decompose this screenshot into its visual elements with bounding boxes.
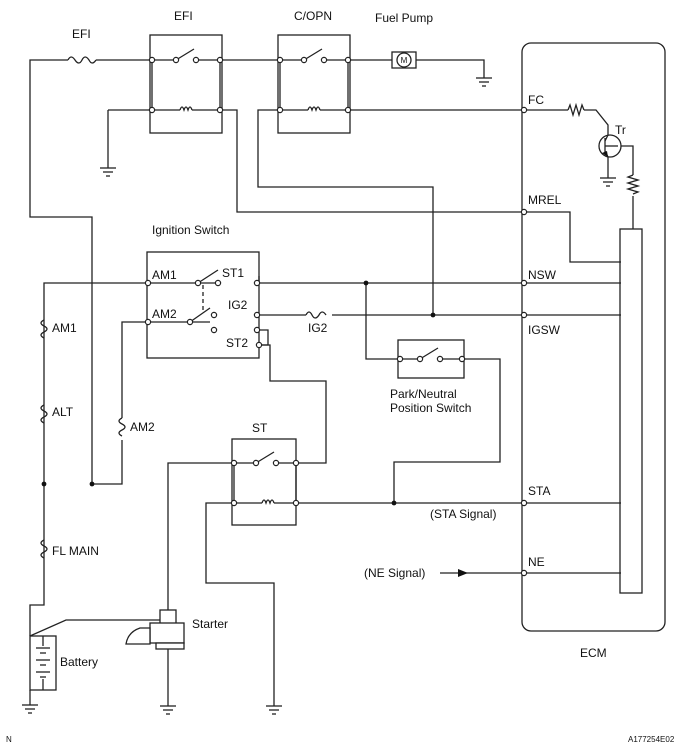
ne-arrow <box>440 569 468 577</box>
corner-left-label: N <box>6 735 12 744</box>
ig2-fuse-symbol <box>305 311 327 319</box>
tr-resistor-symbol <box>625 174 641 195</box>
park-neutral-label-line2: Position Switch <box>390 401 471 415</box>
efi-coil-symbol <box>179 106 193 113</box>
ecm-label: ECM <box>580 646 607 660</box>
fl-main-fuse-label: FL MAIN <box>52 544 99 558</box>
alt-fuse-label: ALT <box>52 405 74 419</box>
am1-fuse-label: AM1 <box>52 321 77 335</box>
am1-fuse-symbol <box>40 319 48 339</box>
st-coil-symbol <box>261 499 275 506</box>
ne-terminal-label: NE <box>528 555 545 569</box>
efi-fuse-label: EFI <box>72 27 91 41</box>
motor-symbol: M <box>401 56 408 65</box>
fc-terminal-label: FC <box>528 93 544 107</box>
wires <box>29 59 634 706</box>
am1-terminal-label: AM1 <box>152 268 177 282</box>
am2-terminal-label: AM2 <box>152 307 177 321</box>
ig2-fuse-label: IG2 <box>308 321 328 335</box>
junction-dots <box>41 280 436 506</box>
efi-relay-label: EFI <box>174 9 193 23</box>
am2-fuse-label: AM2 <box>130 420 155 434</box>
figure-code-label: A177254E02 <box>628 735 675 744</box>
ecm-internal-block <box>619 228 643 594</box>
terminals <box>144 56 528 577</box>
efi-fuse-symbol <box>67 56 97 64</box>
starter-symbol <box>125 609 185 650</box>
copn-relay-label: C/OPN <box>294 9 332 23</box>
alt-fuse-symbol <box>40 404 48 424</box>
switch-contacts <box>152 48 462 467</box>
park-neutral-label-line1: Park/Neutral <box>390 387 457 401</box>
st2-terminal-label: ST2 <box>226 336 248 350</box>
st1-terminal-label: ST1 <box>222 266 244 280</box>
sta-terminal-label: STA <box>528 484 550 498</box>
fc-resistor-symbol <box>567 102 585 118</box>
ne-signal-label: (NE Signal) <box>364 566 425 580</box>
starter-label: Starter <box>192 617 228 631</box>
ig2-terminal-label: IG2 <box>228 298 248 312</box>
copn-relay-box <box>277 34 351 134</box>
fuel-pump-motor: M <box>391 51 417 69</box>
transistor-symbol <box>598 134 622 158</box>
igsw-terminal-label: IGSW <box>528 323 561 337</box>
efi-relay-box <box>149 34 223 134</box>
sta-signal-label: (STA Signal) <box>430 507 496 521</box>
st-relay-box <box>231 438 297 526</box>
st-relay-label: ST <box>252 421 268 435</box>
fl-main-fuse-symbol <box>40 539 48 559</box>
copn-coil-symbol <box>307 106 321 113</box>
battery-cells <box>36 636 50 690</box>
ecm-box <box>521 42 666 632</box>
ignition-switch-label: Ignition Switch <box>152 223 229 237</box>
fuel-pump-label: Fuel Pump <box>375 11 433 25</box>
ignition-switch-box <box>146 251 260 359</box>
ground-symbols <box>22 77 616 715</box>
mrel-terminal-label: MREL <box>528 193 562 207</box>
battery-label: Battery <box>60 655 98 669</box>
am2-fuse-symbol <box>118 417 126 437</box>
nsw-terminal-label: NSW <box>528 268 557 282</box>
tr-label: Tr <box>615 123 626 137</box>
